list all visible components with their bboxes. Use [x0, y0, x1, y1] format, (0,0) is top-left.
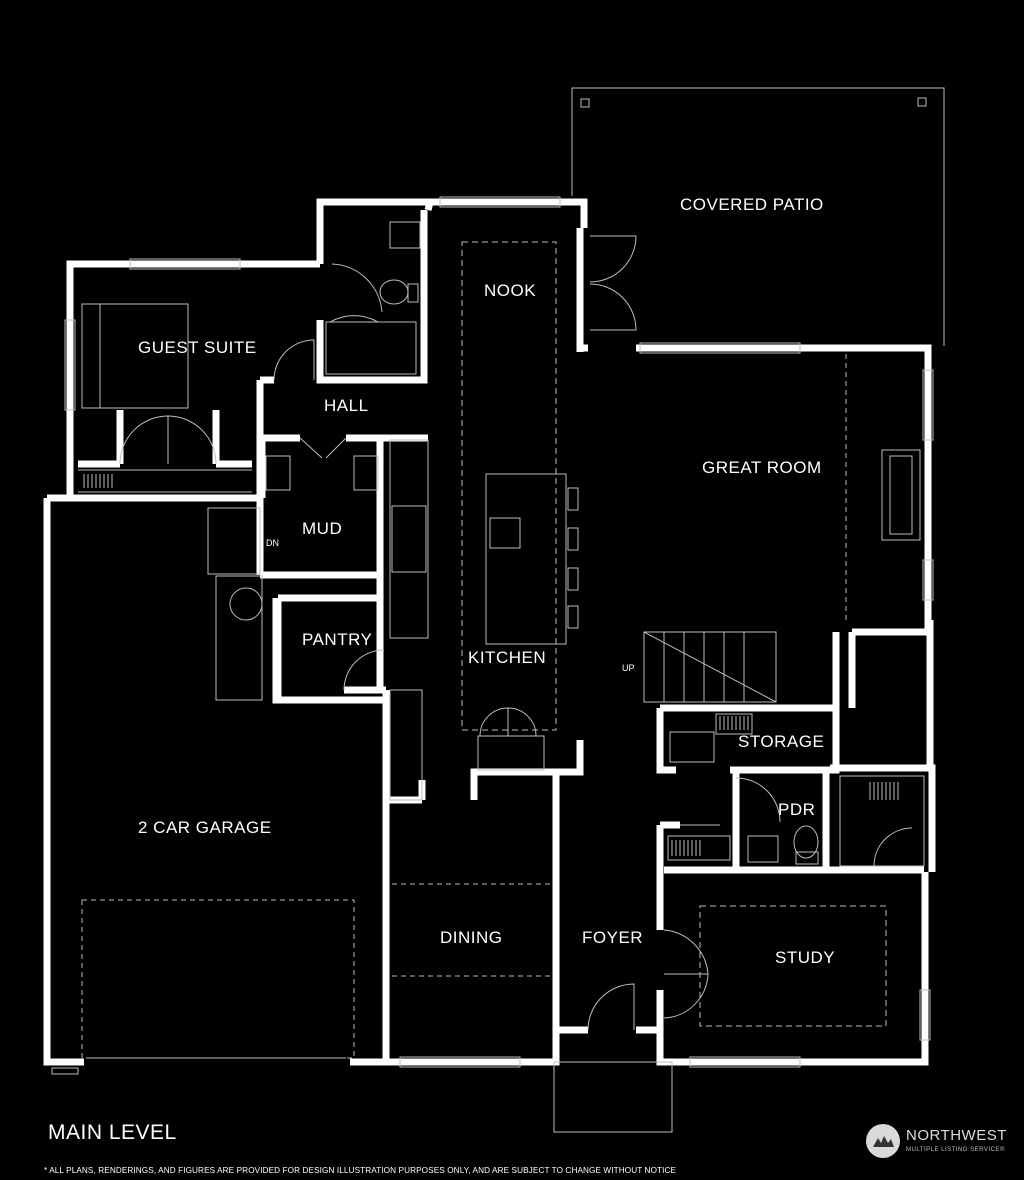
room-label-hall: HALL: [324, 396, 369, 415]
room-label-mud: MUD: [302, 519, 343, 538]
room-label-covered-patio: COVERED PATIO: [680, 195, 824, 214]
room-label-storage: STORAGE: [738, 732, 825, 751]
room-label-pantry: PANTRY: [302, 630, 373, 649]
brand-logo-block: NORTHWEST MULTIPLE LISTING SERVICE®: [866, 1124, 1016, 1158]
stair-up-marker: UP: [622, 663, 635, 673]
covered-patio-outline: [571, 87, 945, 346]
room-label-foyer: FOYER: [582, 928, 644, 947]
room-label-dining: DINING: [440, 928, 503, 947]
room-label-great-room: GREAT ROOM: [702, 458, 822, 477]
room-label-study: STUDY: [775, 948, 836, 967]
mountain-logo-icon: [866, 1124, 900, 1158]
level-title: MAIN LEVEL: [48, 1121, 177, 1144]
room-label-garage: 2 CAR GARAGE: [138, 818, 272, 837]
room-label-pdr: PDR: [778, 800, 816, 819]
shelving-hatch: [83, 474, 899, 856]
room-label-kitchen: KITCHEN: [468, 648, 547, 667]
fixtures: [51, 196, 934, 1133]
disclaimer-text: * ALL PLANS, RENDERINGS, AND FIGURES ARE…: [44, 1166, 677, 1175]
room-label-guest-suite: GUEST SUITE: [138, 338, 257, 357]
brand-name: NORTHWEST: [906, 1127, 1007, 1144]
room-label-nook: NOOK: [484, 281, 537, 300]
brand-subtitle: MULTIPLE LISTING SERVICE®: [906, 1146, 1005, 1153]
stair-down-marker: DN: [266, 538, 279, 548]
